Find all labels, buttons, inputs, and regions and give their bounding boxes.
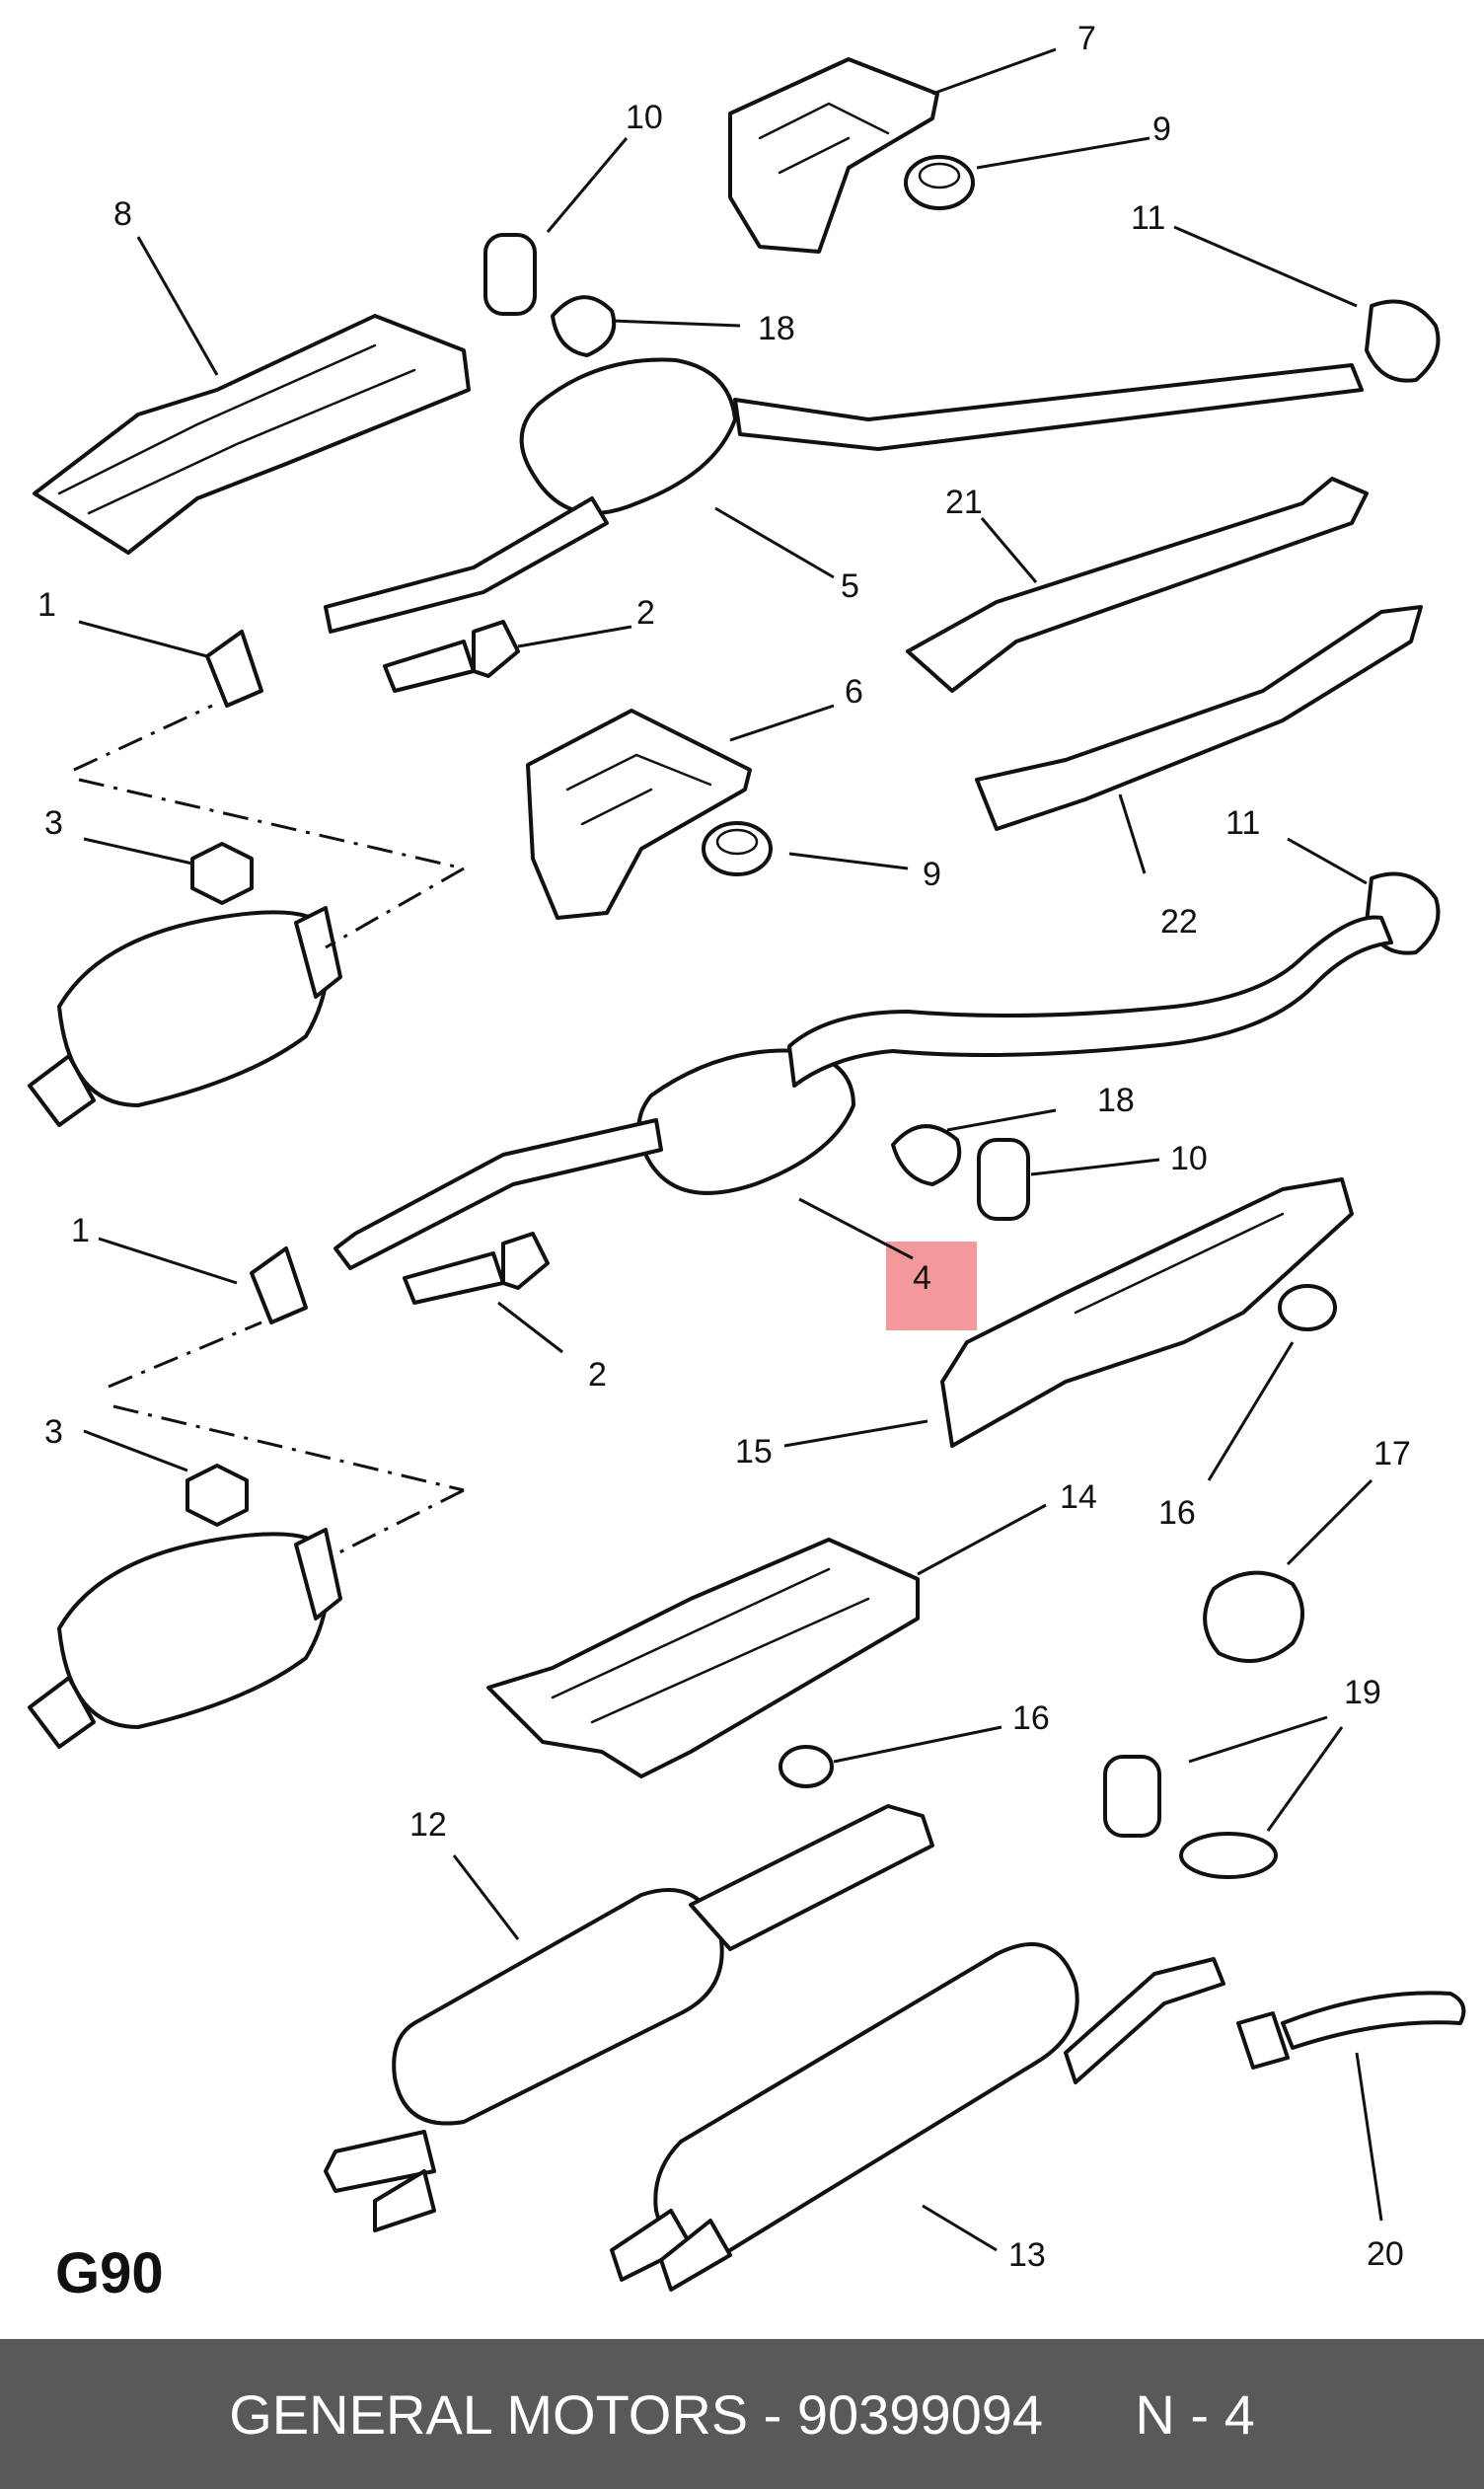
callout-5: 5	[841, 567, 859, 605]
nut-16a	[1278, 1284, 1337, 1331]
callout-3: 3	[44, 1413, 63, 1451]
muffler-4	[636, 1048, 855, 1195]
flange-1a	[205, 630, 263, 708]
bolt-2a	[383, 640, 476, 693]
callout-9: 9	[923, 856, 941, 893]
heat-shield-14	[486, 1538, 920, 1778]
callout-2: 2	[588, 1356, 607, 1394]
catalytic-converter-b	[57, 1532, 331, 1729]
callout-1: 1	[71, 1212, 90, 1249]
hanger-19b	[1179, 1832, 1278, 1879]
callout-6: 6	[845, 673, 863, 711]
callout-11: 11	[1225, 804, 1260, 842]
callout-2: 2	[636, 594, 655, 632]
bracket-7	[728, 57, 939, 254]
muffler-5	[519, 357, 737, 515]
callout-15: 15	[735, 1433, 773, 1471]
callout-22: 22	[1160, 903, 1198, 941]
highlight-box	[886, 1242, 977, 1330]
leader-lines	[78, 47, 1383, 2252]
callout-11: 11	[1131, 199, 1165, 237]
bracket-6	[526, 709, 752, 920]
callout-13: 13	[1008, 2236, 1046, 2274]
hanger-10b	[977, 1138, 1030, 1221]
rear-muffler-12	[392, 1888, 724, 2126]
part-drawings	[28, 57, 1466, 2292]
callout-16: 16	[1158, 1494, 1196, 1532]
callout-8: 8	[113, 195, 132, 233]
heat-shield-15	[940, 1177, 1354, 1448]
callout-12: 12	[409, 1806, 447, 1844]
heat-shield-8	[33, 314, 471, 555]
callout-1: 1	[37, 586, 56, 624]
nut-3b	[186, 1464, 249, 1527]
pipe-5	[733, 363, 1364, 451]
callout-3: 3	[44, 804, 63, 842]
callout-18: 18	[758, 310, 795, 347]
callout-20: 20	[1367, 2235, 1404, 2273]
callout-21: 21	[945, 484, 983, 521]
pipe-4	[787, 915, 1393, 1088]
exhaust-parts-diagram: 7 10 9 8 11 18 5 21 1 2 6 3 9 11 22 18 1…	[28, 20, 1466, 2292]
callout-10: 10	[1170, 1140, 1208, 1177]
rear-muffler-13	[653, 1942, 1079, 2257]
hanger-19a	[1103, 1755, 1161, 1838]
clamp-18b	[891, 1124, 962, 1186]
callout-9: 9	[1152, 111, 1171, 148]
callout-labels: 7 10 9 8 11 18 5 21 1 2 6 3 9 11 22 18 1…	[37, 20, 1411, 2274]
rubber-mount-17	[1203, 1570, 1304, 1663]
pipe-21	[906, 477, 1369, 693]
callout-7: 7	[1077, 20, 1096, 57]
clamp-11a	[1365, 299, 1441, 383]
nut-16b	[779, 1745, 834, 1788]
footer-part-number: GENERAL MOTORS - 90399094 N - 4	[229, 2382, 1255, 2446]
callout-16: 16	[1012, 1699, 1050, 1737]
nut-3a	[190, 842, 254, 905]
flange-1b	[250, 1246, 308, 1324]
diagram-page-code: G90	[55, 2241, 164, 2305]
callout-18: 18	[1097, 1082, 1135, 1119]
callout-10: 10	[626, 99, 663, 136]
footer-bar: GENERAL MOTORS - 90399094 N - 4	[0, 2339, 1484, 2489]
callout-14: 14	[1060, 1478, 1097, 1516]
callout-4: 4	[913, 1259, 931, 1297]
callout-19: 19	[1344, 1674, 1381, 1711]
hanger-10a	[483, 233, 537, 316]
tailpipe-20	[1281, 1991, 1466, 2050]
pipe-22	[975, 605, 1423, 831]
catalytic-converter-a	[57, 910, 331, 1107]
clamp-18a	[551, 295, 617, 357]
callout-17: 17	[1373, 1435, 1411, 1472]
bolt-2b	[403, 1251, 505, 1305]
